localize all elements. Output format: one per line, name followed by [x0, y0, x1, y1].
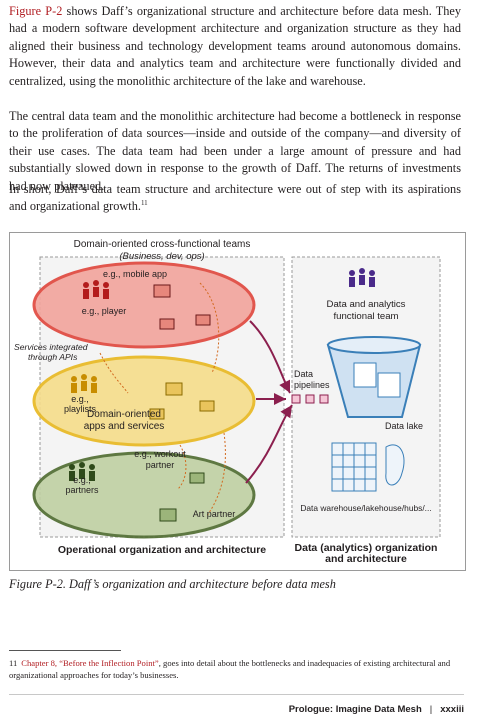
label-operational-org: Operational organization and architectur…: [58, 544, 266, 556]
footer-divider: [9, 694, 464, 695]
label-workout-eg: e.g., workout: [134, 449, 186, 459]
label-through-apis: through APIs: [28, 352, 78, 362]
yellow-domain-ellipse: [32, 355, 256, 447]
label-data-pipelines-2: pipelines: [294, 380, 330, 390]
paragraph-3-text: In short, Daff’s data team structure and…: [9, 182, 461, 214]
label-playlists: playlists: [64, 404, 97, 414]
team-icon-green: [69, 462, 95, 481]
label-functional-team: functional team: [333, 311, 398, 322]
team-icon-yellow: [71, 374, 97, 393]
api-connector: [205, 432, 226, 518]
figure-p2: Domain-oriented cross-functional teams (…: [9, 232, 466, 571]
document-icon: [377, 372, 401, 398]
red-domain-ellipse: [32, 261, 256, 349]
label-domain-oriented: Domain-oriented: [87, 409, 161, 420]
footnote-text: , goes into detail about the bottlenecks…: [9, 658, 451, 680]
footnote-chapter-link[interactable]: Chapter 8, “Before the Inflection Point”: [21, 658, 159, 668]
running-footer: Prologue: Imagine Data Mesh | xxxiii: [289, 704, 464, 715]
paragraph-1: Figure P-2 shows Daff’s organizational s…: [9, 3, 461, 90]
team-icon-data: [349, 268, 375, 287]
figure-diagram: Domain-oriented cross-functional teams (…: [14, 239, 441, 565]
label-mobile-app: e.g., mobile app: [103, 269, 167, 279]
red-to-pipeline-arrow: [249, 320, 291, 394]
paragraph-1-text: shows Daff’s organizational structure an…: [9, 4, 461, 88]
footnote-number: 11: [9, 658, 18, 668]
label-data-org-1: Data (analytics) organization: [295, 542, 438, 554]
footer-separator: |: [429, 704, 433, 715]
running-title: Prologue: Imagine Data Mesh: [288, 704, 422, 715]
label-data-pipelines-1: Data: [294, 369, 313, 379]
label-player: e.g., player: [82, 306, 127, 316]
document-icon: [353, 362, 377, 388]
green-domain-ellipse: [32, 451, 256, 539]
label-data-org-2: and architecture: [325, 553, 407, 565]
figure-reference-link[interactable]: Figure P-2: [9, 4, 63, 18]
label-partners-eg: e.g.,: [73, 475, 91, 485]
app-box-icons: [149, 284, 215, 522]
label-partners: partners: [65, 485, 99, 495]
data-lake-top: [327, 336, 421, 354]
figure-title: Domain-oriented cross-functional teams: [74, 239, 251, 250]
label-apps-and-services: apps and services: [84, 421, 165, 432]
green-to-pipeline-arrow: [245, 404, 293, 484]
label-art-partner: Art partner: [193, 509, 236, 519]
label-data-lake: Data lake: [385, 421, 423, 431]
team-icon-red: [83, 280, 109, 299]
label-data-team: Data and analytics: [327, 299, 406, 310]
data-pipeline-icon: [291, 394, 329, 404]
paragraph-2: The central data team and the monolithic…: [9, 109, 461, 193]
api-connector: [99, 352, 129, 394]
footnote-marker[interactable]: 11: [140, 199, 148, 208]
label-playlists-eg: e.g.,: [71, 394, 89, 404]
api-connector: [199, 282, 220, 374]
label-workout-partner: partner: [146, 460, 175, 470]
label-services-integrated: Services integrated: [14, 342, 88, 352]
figure-caption: Figure P-2. Daff’s organization and arch…: [9, 577, 336, 591]
page-number: xxxiii: [440, 704, 464, 715]
label-warehouse: Data warehouse/lakehouse/hubs/...: [300, 503, 431, 513]
footnote-divider: [9, 650, 121, 651]
figure-subtitle: (Business, dev, ops): [119, 251, 204, 262]
api-connector: [177, 444, 187, 490]
data-warehouse-icon: [331, 442, 405, 492]
paragraph-3: In short, Daff’s data team structure and…: [9, 181, 461, 216]
